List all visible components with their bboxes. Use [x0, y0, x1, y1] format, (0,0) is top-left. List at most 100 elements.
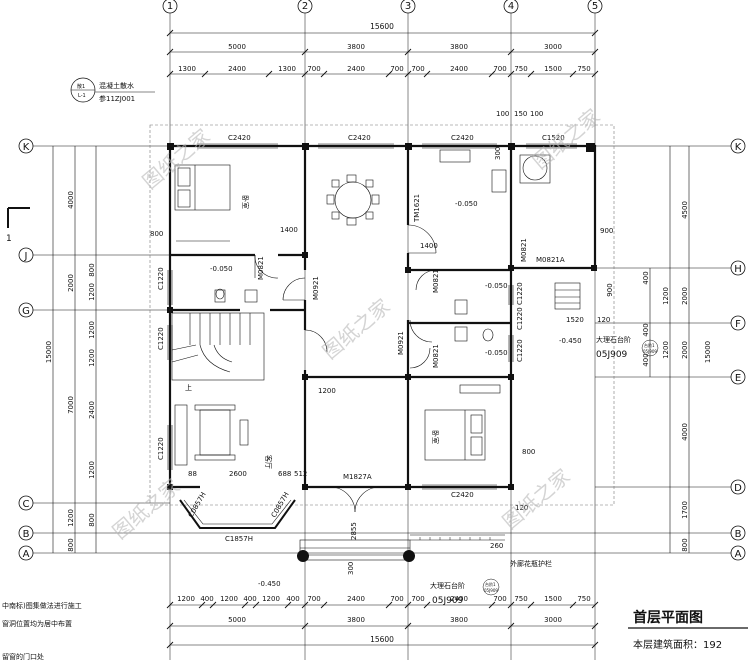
axis-label-A-right: A [735, 549, 742, 560]
level-label-a: -0.050 [210, 265, 233, 273]
dim-right-major-b: 2000 [681, 287, 689, 305]
misc-dim-20: 120 [515, 504, 528, 512]
dim-total-top: 15600 [370, 22, 394, 31]
misc-dim-14: 1520 [566, 316, 584, 324]
note-line-1: 中南标)图集做法进行施工 [2, 601, 82, 610]
dim-left-major-e: 800 [67, 538, 75, 551]
door-label-M0821-c: M0821 [432, 344, 440, 368]
note-line-2: 窗洞位置均为居中布置 [2, 619, 72, 628]
marble-stamp-1: 台阶1 [644, 342, 655, 348]
dim-bot1-c: 1200 [220, 595, 238, 603]
dim-right-major-e: 1700 [681, 501, 689, 519]
door-label-M0821A: M0821A [536, 256, 565, 264]
scupper-circle-top: 散1 [77, 83, 85, 90]
window-label-C1220-f: C1220 [516, 307, 524, 330]
axis-label-4: 4 [508, 1, 514, 12]
marble-step-label-2: 大理石台阶 [430, 581, 465, 590]
note-line-3: 留窗的门口处 [2, 652, 44, 661]
door-label-M0821-d: M0821 [520, 238, 528, 262]
kitchen-counter-icon [439, 149, 551, 193]
misc-dim-17: 300 [347, 562, 355, 575]
dim-top3-j: 750 [514, 65, 527, 73]
misc-dim-9: 800 [522, 448, 535, 456]
misc-dim-2: 1400 [280, 226, 298, 234]
dim-left-total: 15000 [45, 341, 53, 363]
dim-right-minor-a: 900 [606, 283, 614, 296]
bathroom-fixtures [176, 240, 501, 394]
window-label-C1857H: C1857H [225, 535, 253, 543]
dim-bot1-d: 400 [243, 595, 256, 603]
dim-top2-b: 3800 [347, 43, 365, 51]
dim-total-bottom: 15600 [370, 635, 394, 644]
dim-right-major-a: 4500 [681, 201, 689, 219]
axis-label-E: E [735, 373, 741, 384]
level-label-e: -0.450 [559, 337, 582, 345]
misc-dim-1: 800 [150, 230, 163, 238]
scupper-note: 散1 L-1 混凝土散水 参11ZJ001 [70, 77, 155, 103]
dim-left-major-c: 7000 [67, 396, 75, 414]
dim-bot1-e: 1200 [262, 595, 280, 603]
door-swings [254, 224, 437, 513]
bedroom-label-1: 卧室 [241, 195, 250, 209]
dim-left-minor-a: 800 [88, 263, 96, 276]
window-label-C1220-b: C1220 [157, 327, 165, 350]
axis-label-C: C [23, 499, 30, 510]
dim-left-major-b: 2000 [67, 274, 75, 292]
level-label-c: -0.050 [485, 282, 508, 290]
window-label-C1220-a: C1220 [157, 267, 165, 290]
marble-step-label-1: 大理石台阶 [596, 335, 631, 344]
staircase [171, 312, 265, 381]
columns [167, 143, 597, 490]
dim-right-minor-c: 1200 [662, 287, 670, 305]
dim-top3-a: 1300 [178, 65, 196, 73]
door-label-TM1621: TM1621 [413, 194, 421, 223]
dim-bot1-m: 750 [514, 595, 527, 603]
dim-bot1-k: 2400 [450, 595, 468, 603]
dim-right-minor-e: 1200 [662, 341, 670, 359]
dim-bot1-a: 1200 [177, 595, 195, 603]
sofa-icon [174, 404, 249, 466]
dim-right-total: 15000 [704, 341, 712, 363]
dim-left-minor-e: 2400 [88, 401, 96, 419]
axis-label-K-right: K [735, 142, 742, 153]
dim-bot1-j: 700 [411, 595, 424, 603]
misc-dim-7: 512 [294, 470, 307, 478]
axis-label-2: 2 [302, 1, 308, 12]
dim-bot2-b: 3800 [347, 616, 365, 624]
section-mark-label: 1 [6, 234, 12, 244]
axis-label-J: J [24, 251, 28, 262]
axis-label-D: D [734, 483, 742, 494]
misc-dim-3: 1400 [420, 242, 438, 250]
level-label-f: -0.450 [258, 580, 281, 588]
dim-top2-d: 3000 [544, 43, 562, 51]
dim-right-major-d: 4000 [681, 423, 689, 441]
dim-bot1-i: 700 [390, 595, 403, 603]
axis-label-A: A [23, 549, 30, 560]
side-steps [510, 268, 581, 310]
misc-dim-16: 900 [600, 227, 613, 235]
dim-bot1-f: 400 [286, 595, 299, 603]
dim-left-minor-d: 1200 [88, 349, 96, 367]
dim-bot1-g: 700 [307, 595, 320, 603]
misc-dim-19: 260 [490, 542, 503, 550]
dim-bot2-c: 3800 [450, 616, 468, 624]
railing [419, 537, 491, 540]
axis-label-5: 5 [592, 1, 598, 12]
section-mark: 1 [6, 207, 30, 244]
window-label-C1220-e: C1220 [516, 339, 524, 362]
misc-dim-4: 1200 [318, 387, 336, 395]
railing-label: 外廊花瓶护栏 [510, 559, 552, 568]
axis-label-B-right: B [735, 529, 742, 540]
dim-bot1-o: 750 [577, 595, 590, 603]
level-label-d: -0.050 [485, 349, 508, 357]
window-label-C2420-c: C2420 [451, 134, 474, 142]
dim-top3-d: 700 [307, 65, 320, 73]
dim-top3-f: 700 [390, 65, 403, 73]
window-label-C1220-c: C1220 [157, 437, 165, 460]
dim-top3-g: 700 [411, 65, 424, 73]
misc-dim-8: 88 [188, 470, 197, 478]
bed-icon [174, 164, 486, 461]
axis-label-B: B [23, 529, 30, 540]
window-label-C2420-d: C2420 [451, 491, 474, 499]
